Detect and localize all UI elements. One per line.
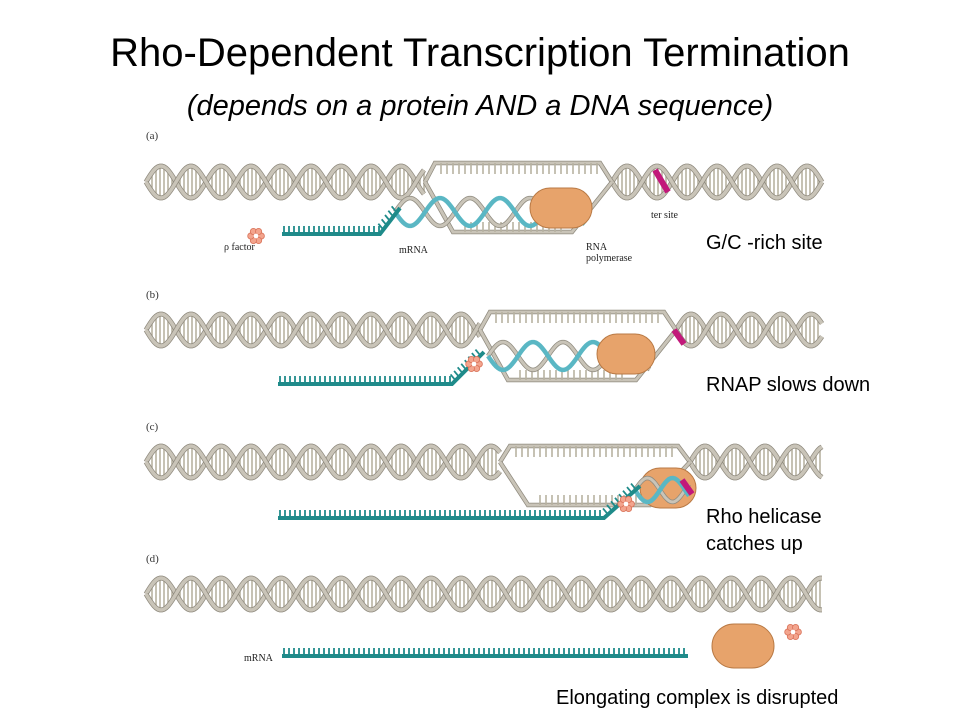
- dna-helix: [143, 163, 426, 201]
- panel-a: [143, 160, 825, 244]
- mrna-strand: [282, 648, 688, 658]
- panel-a-letter: (a): [146, 130, 159, 142]
- dna-rna-hybrid: [633, 475, 691, 505]
- slide-title: Rho-Dependent Transcription Termination: [110, 31, 850, 75]
- transcription-bubble: [478, 309, 678, 383]
- mrna-label: mRNA: [399, 245, 428, 256]
- annotation-rho-catches-up: Rho helicase catches up: [706, 504, 822, 558]
- slide-subtitle: (depends on a protein AND a DNA sequence…: [186, 90, 774, 122]
- dna-helix: [673, 311, 825, 349]
- panel-b-letter: (b): [146, 289, 159, 301]
- panel-b: [143, 309, 825, 386]
- ter-site-label: ter site: [651, 210, 678, 221]
- mrna-strand: [282, 205, 402, 236]
- annotation-rnap-slows: RNAP slows down: [706, 374, 871, 396]
- rho-factor: [617, 495, 635, 512]
- dna-helix: [687, 443, 824, 481]
- mrna-strand: [278, 482, 642, 520]
- rna-polymerase-label: RNA polymerase: [586, 242, 632, 264]
- annotation-gc-rich-site: G/C -rich site: [706, 232, 823, 254]
- rna-polymerase-label-line1: RNA: [586, 242, 608, 253]
- rho-factor: [247, 227, 265, 244]
- dna-helix: [143, 311, 483, 349]
- ter-site: [679, 478, 695, 496]
- rho-factor: [784, 624, 802, 641]
- panel-d-letter: (d): [146, 553, 159, 565]
- mrna-strand: [278, 348, 486, 386]
- annotation-rho-line1: Rho helicase: [706, 506, 822, 528]
- panel-c: [143, 443, 824, 520]
- rna-polymerase: [711, 623, 775, 669]
- rho-factor: [465, 355, 483, 372]
- mrna-label: mRNA: [244, 653, 273, 664]
- panel-c-letter: (c): [146, 421, 159, 433]
- dna-helix: [609, 163, 825, 201]
- panel-d: [143, 575, 822, 669]
- dna-helix: [143, 575, 822, 613]
- rho-factor-label: ρ factor: [224, 242, 255, 253]
- dna-helix: [143, 443, 502, 481]
- rna-polymerase: [529, 187, 593, 229]
- rna-polymerase: [596, 333, 656, 375]
- ter-site: [652, 168, 671, 194]
- annotation-complex-disrupted: Elongating complex is disrupted: [556, 687, 839, 709]
- ter-site: [671, 328, 687, 346]
- rna-polymerase-label-line2: polymerase: [586, 253, 633, 264]
- annotation-rho-line2: catches up: [706, 533, 803, 555]
